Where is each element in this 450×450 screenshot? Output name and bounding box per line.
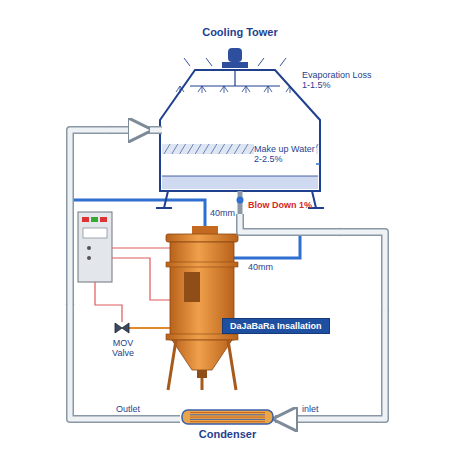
port-label: Outlet xyxy=(116,404,140,414)
port-label: inlet xyxy=(302,404,319,414)
mov-valve xyxy=(115,323,172,333)
callout-label: DaJaBaRa Insallation xyxy=(230,321,322,331)
control-panel xyxy=(78,212,112,282)
control-wire xyxy=(95,248,172,322)
node-title: Cooling Tower xyxy=(150,26,330,38)
label-box: DaJaBaRa Insallation xyxy=(222,318,330,334)
tower-outline xyxy=(150,26,330,214)
pipe-connector xyxy=(240,214,385,419)
valve-label: MOV Valve xyxy=(106,338,140,359)
node-title: Condenser xyxy=(180,426,275,440)
dajabara-filter xyxy=(166,226,238,390)
condenser-tube xyxy=(180,408,275,426)
dimension-label: 40mm xyxy=(210,208,235,218)
makeup-note: Make up Water 2-2.5% xyxy=(254,144,316,165)
evaporation-note: Evaporation Loss 1-1.5% xyxy=(302,70,377,91)
dimension-label: 40mm xyxy=(248,262,273,272)
condenser: Condenser xyxy=(180,408,275,440)
blowdown-note: Blow Down 1% xyxy=(248,200,312,210)
cooling-tower: Cooling Tower xyxy=(150,26,330,214)
pipe-casing xyxy=(240,214,385,419)
